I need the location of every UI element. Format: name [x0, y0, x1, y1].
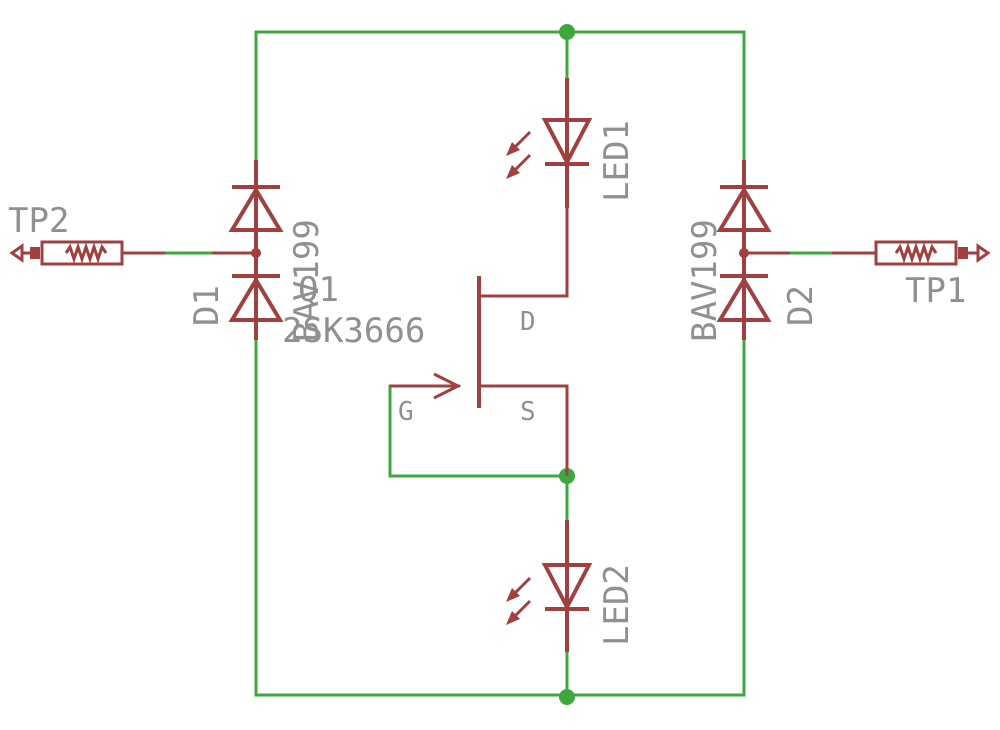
q1-value-label: 2SK3666 [282, 311, 425, 351]
tp1-label: TP1 [905, 271, 966, 311]
d2-value-label: BAV199 [685, 219, 725, 342]
resistor-icon [832, 240, 958, 266]
junction-top [559, 24, 575, 40]
led2-label: LED2 [597, 564, 637, 646]
component-labels: TP2 TP1 D1 BAV199 D2 BAV199 Q1 2SK3666 L… [8, 120, 966, 646]
pin-g-label: G [398, 397, 414, 427]
tp2-label: TP2 [8, 201, 69, 241]
d2-name-label: D2 [781, 285, 821, 326]
test-point-icon [958, 243, 991, 263]
pin-d-label: D [520, 307, 536, 337]
resistor-icon [40, 240, 165, 266]
d1-value-label: BAV199 [287, 219, 327, 342]
led-icon [506, 78, 593, 208]
diode-icon [212, 160, 284, 340]
wire-bottom-rail [254, 338, 746, 697]
q1-name-label: Q1 [298, 270, 339, 310]
pin-s-label: S [520, 397, 536, 427]
led1-label: LED1 [597, 120, 637, 202]
wire-top-rail [254, 30, 746, 162]
wires [163, 30, 834, 697]
test-point-icon [9, 243, 40, 263]
mosfet-icon [390, 208, 569, 476]
wire-gate-source-loop [388, 384, 569, 478]
d1-name-label: D1 [187, 285, 227, 326]
diode-icon [716, 160, 790, 340]
junction-bottom [559, 689, 575, 705]
led-icon [506, 520, 593, 652]
